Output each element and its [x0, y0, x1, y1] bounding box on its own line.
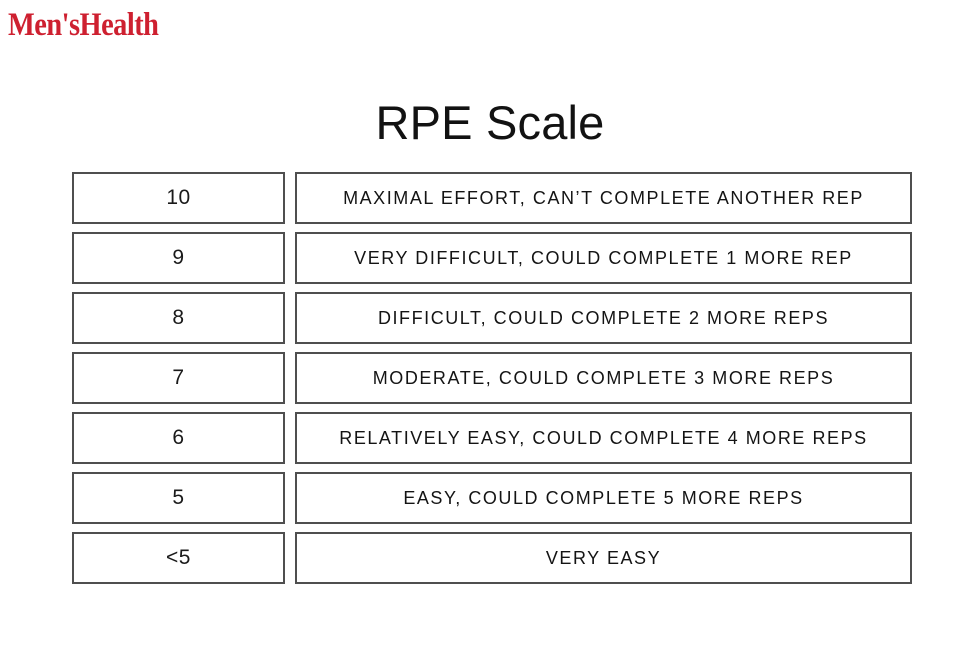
rating-value: 10	[166, 186, 191, 209]
rating-value: 7	[172, 366, 185, 389]
rpe-scale-table: 10 MAXIMAL EFFORT, CAN’T COMPLETE ANOTHE…	[72, 172, 912, 584]
rating-value: 9	[172, 246, 185, 269]
rating-value: 6	[172, 426, 185, 449]
rating-cell: 8	[72, 292, 285, 344]
table-row: 8 DIFFICULT, COULD COMPLETE 2 MORE REPS	[72, 292, 912, 344]
rating-cell: 9	[72, 232, 285, 284]
description-cell: EASY, COULD COMPLETE 5 MORE REPS	[295, 472, 912, 524]
table-row: 5 EASY, COULD COMPLETE 5 MORE REPS	[72, 472, 912, 524]
rating-cell: 5	[72, 472, 285, 524]
table-row: 9 VERY DIFFICULT, COULD COMPLETE 1 MORE …	[72, 232, 912, 284]
rating-cell: 10	[72, 172, 285, 224]
description-text: EASY, COULD COMPLETE 5 MORE REPS	[403, 487, 804, 508]
description-text: MODERATE, COULD COMPLETE 3 MORE REPS	[372, 367, 835, 388]
description-cell: DIFFICULT, COULD COMPLETE 2 MORE REPS	[295, 292, 912, 344]
description-cell: MODERATE, COULD COMPLETE 3 MORE REPS	[295, 352, 912, 404]
description-text: VERY EASY	[545, 547, 662, 568]
table-row: 7 MODERATE, COULD COMPLETE 3 MORE REPS	[72, 352, 912, 404]
brand-logo: Men'sHealth	[8, 4, 308, 46]
description-text: VERY DIFFICULT, COULD COMPLETE 1 MORE RE…	[354, 247, 853, 268]
table-row: <5 VERY EASY	[72, 532, 912, 584]
table-row: 10 MAXIMAL EFFORT, CAN’T COMPLETE ANOTHE…	[72, 172, 912, 224]
page-title: RPE Scale	[375, 96, 605, 150]
rating-value: <5	[166, 546, 191, 569]
description-text: DIFFICULT, COULD COMPLETE 2 MORE REPS	[377, 307, 830, 328]
rating-cell: 7	[72, 352, 285, 404]
rating-value: 8	[172, 306, 185, 329]
description-text: MAXIMAL EFFORT, CAN’T COMPLETE ANOTHER R…	[343, 187, 864, 208]
rating-cell: 6	[72, 412, 285, 464]
rating-cell: <5	[72, 532, 285, 584]
description-cell: MAXIMAL EFFORT, CAN’T COMPLETE ANOTHER R…	[295, 172, 912, 224]
description-cell: VERY EASY	[295, 532, 912, 584]
brand-wordmark: Men'sHealth	[8, 6, 159, 43]
rating-value: 5	[172, 486, 185, 509]
description-cell: VERY DIFFICULT, COULD COMPLETE 1 MORE RE…	[295, 232, 912, 284]
description-cell: RELATIVELY EASY, COULD COMPLETE 4 MORE R…	[295, 412, 912, 464]
table-row: 6 RELATIVELY EASY, COULD COMPLETE 4 MORE…	[72, 412, 912, 464]
description-text: RELATIVELY EASY, COULD COMPLETE 4 MORE R…	[339, 427, 868, 448]
